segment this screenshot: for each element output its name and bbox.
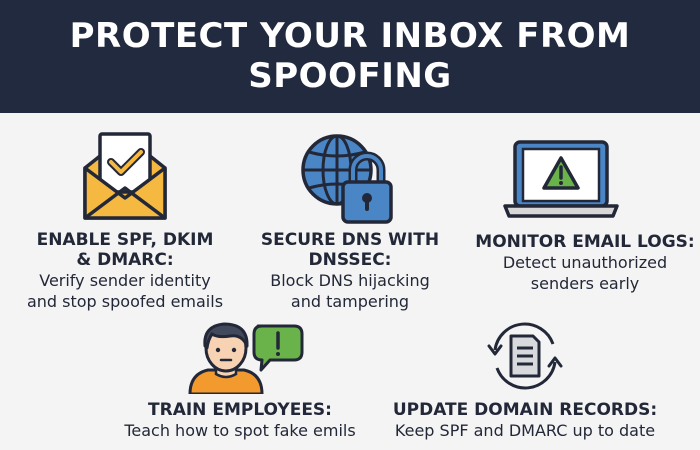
envelope-check-icon: [83, 132, 167, 220]
tip-title: UPDATE DOMAIN RECORDS:: [392, 400, 658, 420]
tip-description: Keep SPF and DMARC up to date: [394, 421, 656, 440]
title-line-2: SPOOFING: [248, 56, 452, 96]
document-refresh-icon: [487, 322, 563, 390]
tip-title: ENABLE SPF, DKIM: [36, 230, 214, 250]
title-line-1: PROTECT YOUR INBOX FROM: [69, 16, 631, 56]
globe-lock-icon: [301, 134, 393, 224]
tip-description: Verify sender identity: [39, 271, 211, 290]
tip-description-cont: senders early: [530, 274, 640, 293]
tip-train-employees: TRAIN EMPLOYEES: Teach how to spot fake …: [95, 318, 385, 441]
tip-update-domain-records: UPDATE DOMAIN RECORDS: Keep SPF and DMAR…: [360, 318, 690, 441]
tip-description: Detect unauthorized: [502, 253, 668, 272]
tip-description-cont: and tampering: [290, 292, 410, 311]
page-title: PROTECT YOUR INBOX FROM SPOOFING: [0, 0, 700, 96]
tip-enable-spf-dkim-dmarc: ENABLE SPF, DKIM & DMARC: Verify sender …: [20, 130, 230, 312]
tip-title-cont: DNSSEC:: [308, 250, 392, 270]
header-banner: PROTECT YOUR INBOX FROM SPOOFING: [0, 0, 700, 113]
tip-title: SECURE DNS WITH: [260, 230, 440, 250]
tip-description: Teach how to spot fake emils: [124, 421, 356, 440]
tip-title: TRAIN EMPLOYEES:: [148, 400, 332, 420]
tip-description-cont: and stop spoofed emails: [26, 292, 224, 311]
employee-alert-icon: [188, 322, 304, 394]
tip-secure-dns-dnssec: SECURE DNS WITH DNSSEC: Block DNS hijack…: [245, 130, 455, 312]
tip-title-cont: & DMARC:: [76, 250, 174, 270]
tip-monitor-email-logs: MONITOR EMAIL LOGS: Detect unauthorized …: [470, 130, 700, 294]
tip-title: MONITOR EMAIL LOGS:: [475, 232, 695, 252]
laptop-warning-icon: [503, 140, 619, 218]
tip-description: Block DNS hijacking: [270, 271, 430, 290]
